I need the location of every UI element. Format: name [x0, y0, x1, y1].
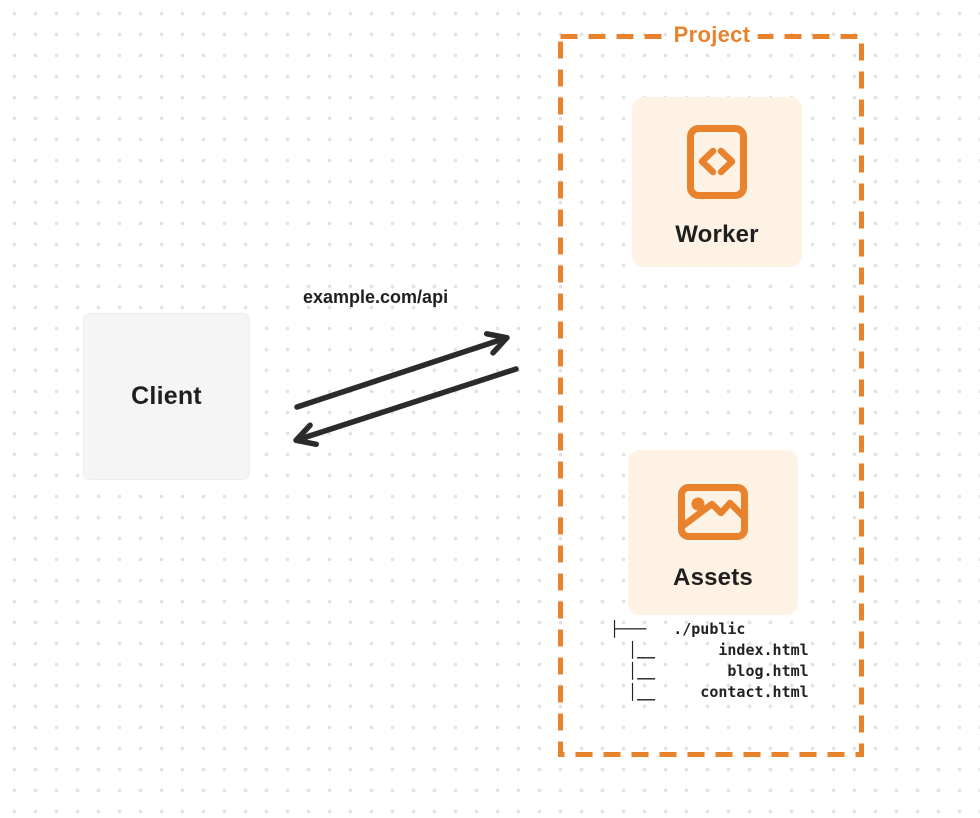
worker-node: Worker — [632, 97, 802, 267]
response-arrow — [293, 366, 519, 448]
request-arrow — [294, 331, 510, 410]
request-url-label: example.com/api — [303, 287, 449, 307]
client-node: Client — [83, 313, 250, 480]
file-tree: ├─── ./public │__ index.html │__ blog.ht… — [610, 620, 809, 701]
code-file-icon — [687, 125, 747, 199]
assets-node: Assets — [628, 450, 798, 615]
client-label: Client — [131, 382, 202, 410]
project-label: Project — [666, 22, 758, 48]
worker-label: Worker — [675, 221, 759, 248]
image-icon — [678, 484, 748, 540]
assets-label: Assets — [673, 564, 753, 591]
